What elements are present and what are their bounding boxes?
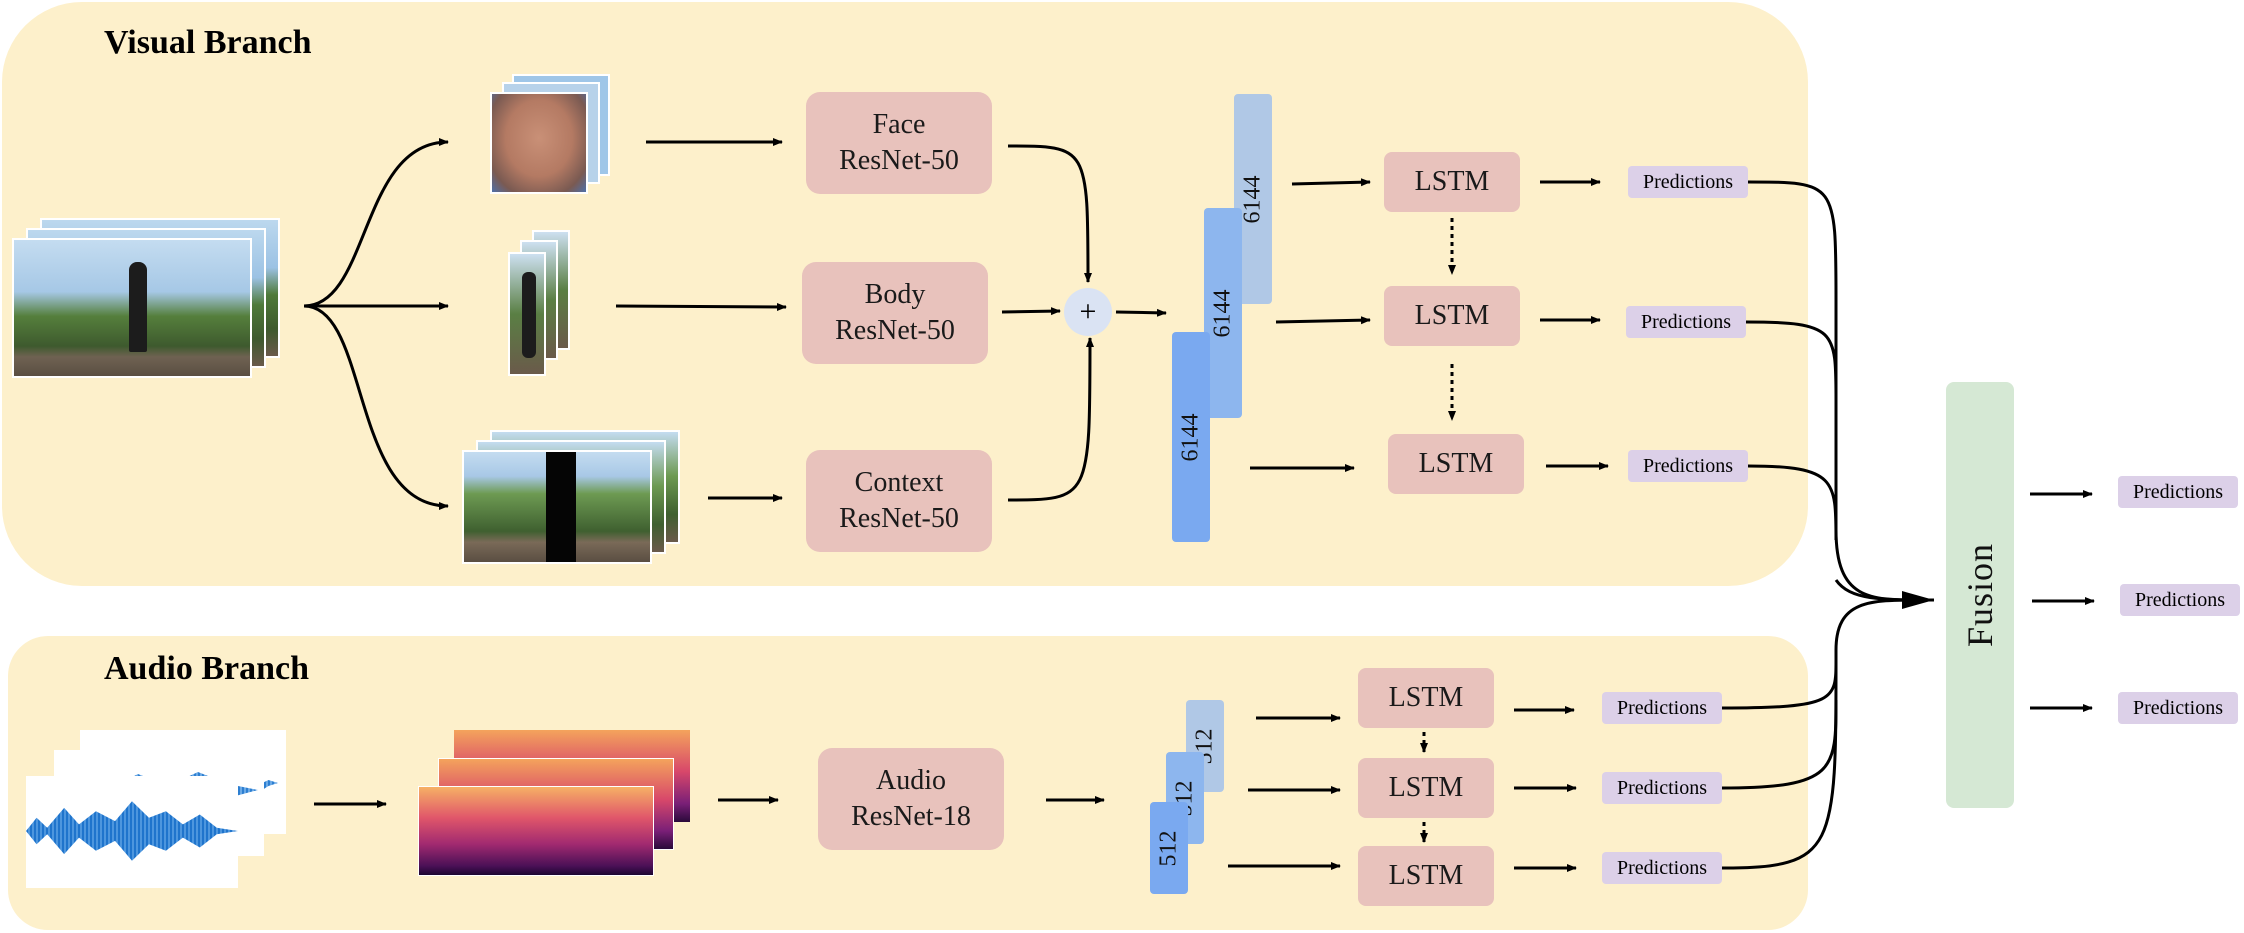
context-resnet-box: Context ResNet-50 bbox=[806, 450, 992, 552]
audio-predictions-3: Predictions bbox=[1602, 852, 1722, 884]
feature-sum-node: + bbox=[1064, 288, 1112, 336]
context-frame-front bbox=[462, 450, 652, 564]
context-resnet-line2: ResNet-50 bbox=[839, 503, 959, 534]
face-resnet-box: Face ResNet-50 bbox=[806, 92, 992, 194]
feature-to-lstm-2 bbox=[1275, 316, 1371, 325]
split-to-context-arrow bbox=[303, 304, 449, 510]
audio-lstm-2: LSTM bbox=[1358, 758, 1494, 818]
body-resnet-box: Body ResNet-50 bbox=[802, 262, 988, 364]
fusion-predictions-1: Predictions bbox=[2118, 476, 2238, 508]
audio-lstm-3: LSTM bbox=[1358, 846, 1494, 906]
body-resnet-line2: ResNet-50 bbox=[835, 315, 955, 346]
context-resnet-to-sum bbox=[1007, 337, 1094, 502]
sum-to-features-arrow bbox=[1115, 308, 1167, 317]
body-frame-front bbox=[508, 252, 546, 376]
visual-predictions-3: Predictions bbox=[1628, 450, 1748, 482]
visual-lstm-2: LSTM bbox=[1384, 286, 1520, 346]
apred1-to-fusion bbox=[1721, 659, 1838, 710]
audio-branch-title: Audio Branch bbox=[104, 650, 309, 687]
fusion-predictions-3: Predictions bbox=[2118, 692, 2238, 724]
fusion-predictions-2: Predictions bbox=[2120, 584, 2240, 616]
spectrogram-front bbox=[418, 786, 654, 876]
person-figure bbox=[129, 262, 147, 352]
waveform-front bbox=[26, 776, 238, 888]
audio-resnet-line1: Audio bbox=[876, 765, 946, 796]
audio-predictions-2: Predictions bbox=[1602, 772, 1722, 804]
visual-lstm-3: LSTM bbox=[1388, 434, 1524, 494]
body-to-resnet-arrow bbox=[615, 302, 787, 311]
body-resnet-line1: Body bbox=[864, 279, 926, 310]
audio-predictions-1: Predictions bbox=[1602, 692, 1722, 724]
vpred3-to-fusion bbox=[1747, 464, 1838, 541]
feature-to-lstm-1 bbox=[1291, 178, 1371, 187]
visual-predictions-1: Predictions bbox=[1628, 166, 1748, 198]
body-resnet-to-sum bbox=[1001, 307, 1061, 316]
video-frame-front bbox=[12, 238, 252, 378]
fusion-block: Fusion bbox=[1946, 382, 2014, 808]
context-mask bbox=[546, 452, 576, 562]
visual-branch-title: Visual Branch bbox=[104, 24, 312, 61]
split-to-face-arrow bbox=[303, 138, 449, 308]
face-resnet-line1: Face bbox=[872, 109, 926, 140]
audio-resnet-box: Audio ResNet-18 bbox=[818, 748, 1004, 850]
context-resnet-line1: Context bbox=[854, 467, 944, 498]
audio-feature-bar-1: 512 bbox=[1150, 802, 1188, 894]
vpred1-to-fusion bbox=[1747, 180, 1921, 602]
audio-lstm-1: LSTM bbox=[1358, 668, 1494, 728]
body-figure bbox=[522, 272, 536, 358]
visual-feature-bar-2: 6144 bbox=[1204, 208, 1242, 418]
vpred2-to-fusion bbox=[1745, 320, 1838, 401]
face-frame-front bbox=[490, 92, 588, 194]
face-resnet-to-sum bbox=[1007, 144, 1092, 283]
visual-feature-bar-1: 6144 bbox=[1172, 332, 1210, 542]
visual-lstm-1: LSTM bbox=[1384, 152, 1520, 212]
audio-resnet-line2: ResNet-18 bbox=[851, 801, 971, 832]
apred3-to-fusion bbox=[1721, 598, 1921, 870]
bus-to-fusion-arrow bbox=[1834, 579, 1935, 609]
apred2-to-fusion bbox=[1721, 699, 1838, 790]
visual-predictions-2: Predictions bbox=[1626, 306, 1746, 338]
face-resnet-line2: ResNet-50 bbox=[839, 145, 959, 176]
